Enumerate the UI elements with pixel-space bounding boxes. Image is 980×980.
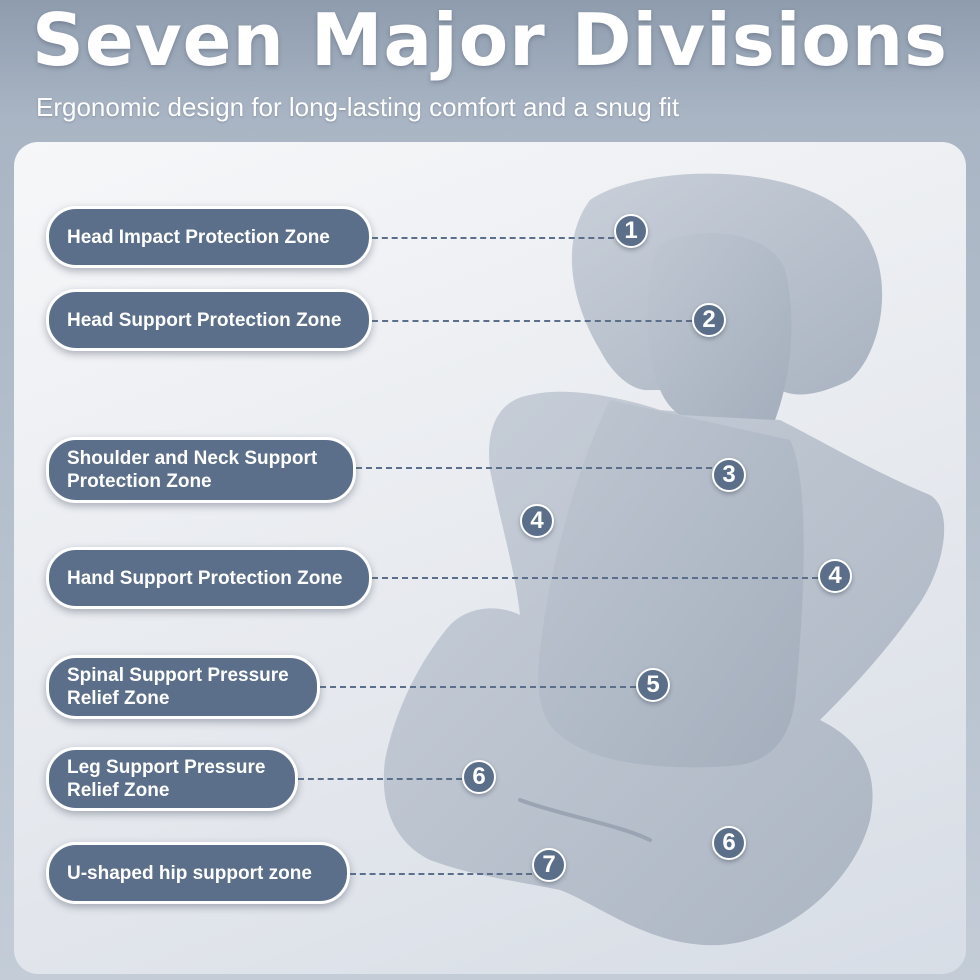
leader-line	[298, 778, 462, 780]
zone-label-u-shaped-hip: U-shaped hip support zone	[46, 842, 350, 904]
zone-number-badge: 4	[520, 504, 554, 538]
page-subtitle: Ergonomic design for long-lasting comfor…	[36, 92, 680, 122]
zone-label-shoulder-neck: Shoulder and Neck Support Protection Zon…	[46, 437, 356, 503]
page-title: Seven Major Divisions	[32, 0, 948, 82]
leader-line	[372, 577, 818, 579]
zone-number-badge: 6	[462, 760, 496, 794]
leader-line	[320, 686, 636, 688]
zone-number-badge: 2	[692, 303, 726, 337]
seat-crease	[518, 798, 652, 842]
zone-label-spinal-support: Spinal Support Pressure Relief Zone	[46, 655, 320, 719]
zone-number-badge: 5	[636, 668, 670, 702]
back-panel-shape	[538, 400, 804, 768]
zone-number-badge: 4	[818, 559, 852, 593]
zone-label-leg-support: Leg Support Pressure Relief Zone	[46, 747, 298, 811]
leader-line	[372, 320, 692, 322]
zone-label-hand-support: Hand Support Protection Zone	[46, 547, 372, 609]
zone-number-badge: 7	[532, 848, 566, 882]
leader-line	[356, 467, 712, 469]
zone-number-badge: 1	[614, 214, 648, 248]
leader-line	[372, 237, 614, 239]
zone-label-head-support: Head Support Protection Zone	[46, 289, 372, 351]
zone-label-head-impact: Head Impact Protection Zone	[46, 206, 372, 268]
zone-number-badge: 3	[712, 458, 746, 492]
leader-line	[350, 873, 532, 875]
zone-number-badge: 6	[712, 826, 746, 860]
